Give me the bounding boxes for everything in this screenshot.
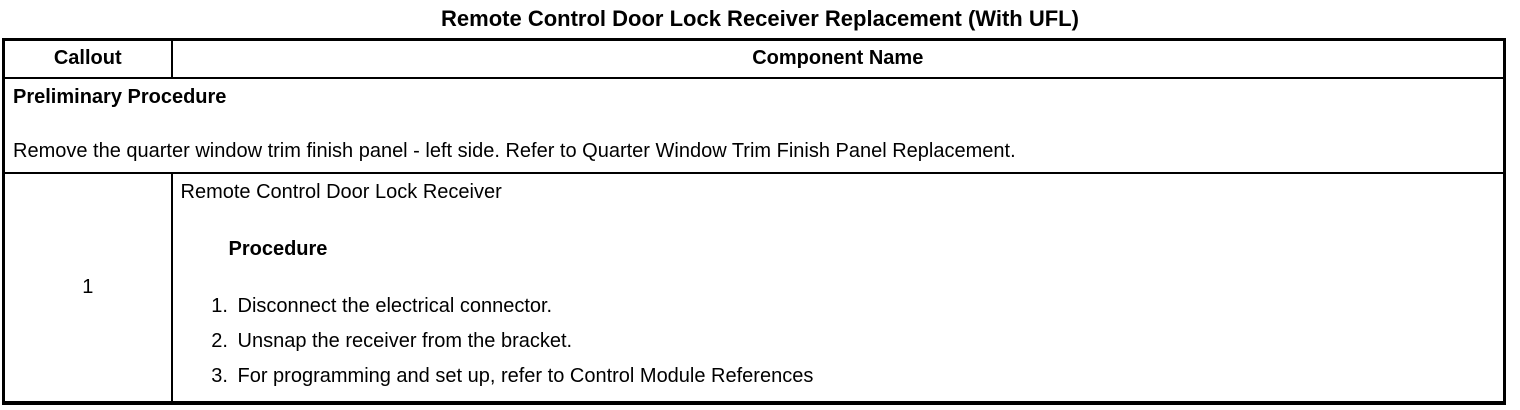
procedure-step: Unsnap the receiver from the bracket. <box>234 324 1496 359</box>
table-header-row: Callout Component Name <box>2 38 1506 79</box>
component-name-cell: Remote Control Door Lock Receiver Proced… <box>170 171 1506 404</box>
procedure-heading: Procedure <box>228 237 328 260</box>
component-table: Callout Component Name Preliminary Proce… <box>2 38 1506 405</box>
preliminary-procedure-text: Remove the quarter window trim finish pa… <box>13 139 1016 162</box>
preliminary-procedure-heading: Preliminary Procedure <box>13 85 227 108</box>
procedure-step: Disconnect the electrical connector. <box>234 289 1496 324</box>
component-name-column-header: Component Name <box>170 38 1506 79</box>
component-name-text: Remote Control Door Lock Receiver <box>180 180 502 203</box>
preliminary-procedure-cell: Preliminary Procedure Remove the quarter… <box>2 76 1506 174</box>
preliminary-procedure-row: Preliminary Procedure Remove the quarter… <box>2 76 1506 174</box>
procedure-steps-list: Disconnect the electrical connector. Uns… <box>181 289 1496 394</box>
procedure-step: For programming and set up, refer to Con… <box>234 359 1496 394</box>
callout-column-header: Callout <box>2 38 173 79</box>
callout-cell: 1 <box>2 171 173 404</box>
table-row: 1 Remote Control Door Lock Receiver Proc… <box>2 171 1506 404</box>
page-title: Remote Control Door Lock Receiver Replac… <box>441 6 1079 31</box>
